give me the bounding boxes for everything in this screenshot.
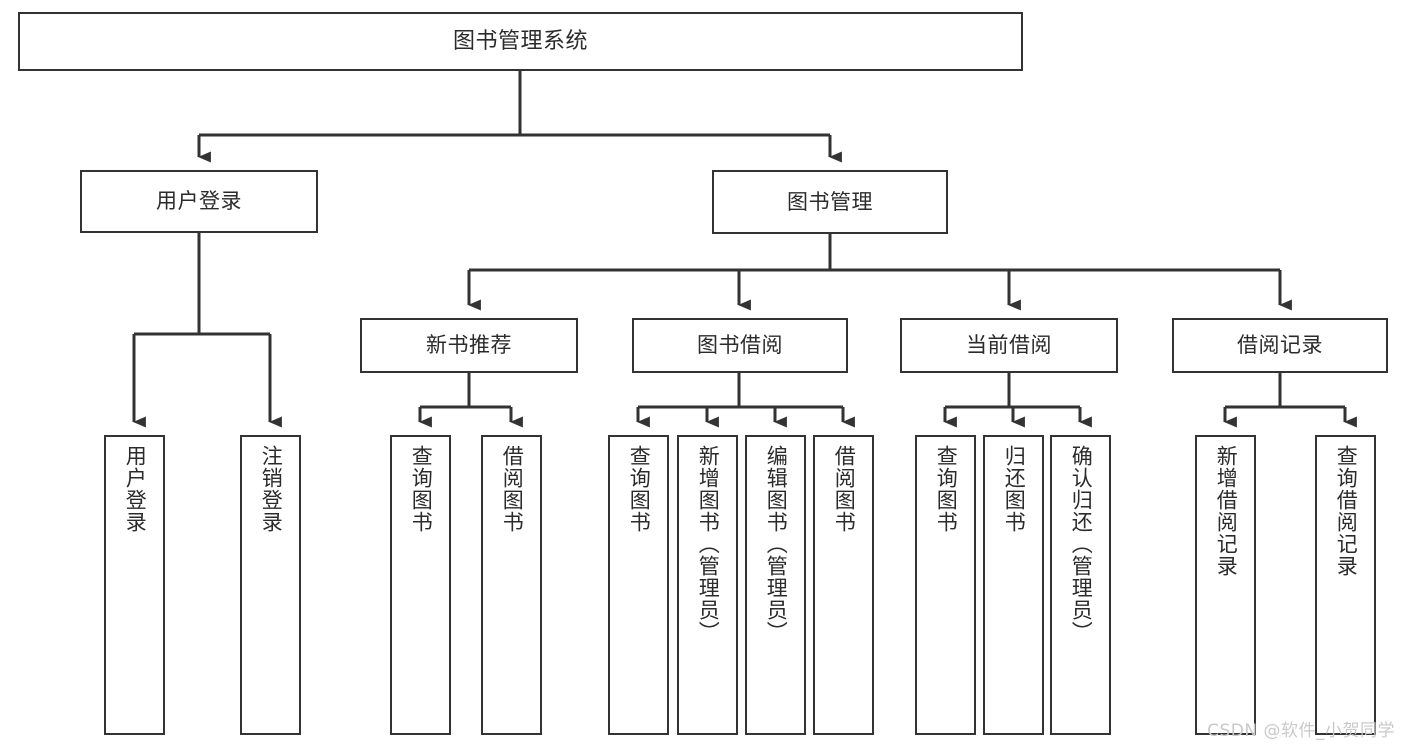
node-new-book-recommend[interactable]: 新书推荐 (360, 318, 578, 373)
node-label: 查询图书 (409, 445, 434, 533)
node-user-login[interactable]: 用户登录 (80, 170, 318, 233)
leaf-book-borrow-query[interactable]: 查询图书 (608, 435, 669, 735)
node-label: 借阅图书 (500, 445, 525, 533)
leaf-user-login-login[interactable]: 用户登录 (104, 435, 165, 735)
node-label: 用户登录 (156, 189, 242, 214)
node-label: 注销登录 (259, 445, 284, 533)
node-label: 借阅记录 (1237, 333, 1323, 358)
leaf-borrow-record-query[interactable]: 查询借阅记录 (1315, 435, 1376, 735)
leaf-current-borrow-query[interactable]: 查询图书 (915, 435, 976, 735)
node-label: 查询图书 (627, 445, 652, 533)
node-borrow-record[interactable]: 借阅记录 (1172, 318, 1388, 373)
leaf-book-borrow-edit[interactable]: 编辑图书（管理员） (745, 435, 806, 735)
leaf-borrow-record-add[interactable]: 新增借阅记录 (1195, 435, 1256, 735)
node-book-borrow[interactable]: 图书借阅 (632, 318, 848, 373)
node-current-borrow[interactable]: 当前借阅 (900, 318, 1118, 373)
node-label: 借阅图书 (832, 445, 857, 533)
node-label: 查询借阅记录 (1334, 445, 1359, 577)
node-label: 当前借阅 (966, 333, 1052, 358)
leaf-book-borrow-borrow[interactable]: 借阅图书 (813, 435, 874, 735)
leaf-user-login-logout[interactable]: 注销登录 (240, 435, 301, 735)
node-label: 查询图书 (934, 445, 959, 533)
node-label: 图书管理系统 (452, 28, 588, 54)
watermark-text: CSDN @软件_小贺同学 (1207, 721, 1395, 741)
leaf-current-borrow-return[interactable]: 归还图书 (983, 435, 1044, 735)
node-label: 新增图书（管理员） (696, 445, 721, 643)
leaf-new-book-borrow[interactable]: 借阅图书 (481, 435, 542, 735)
leaf-book-borrow-add[interactable]: 新增图书（管理员） (677, 435, 738, 735)
node-label: 图书管理 (787, 189, 873, 214)
node-label: 确认归还（管理员） (1069, 445, 1094, 643)
node-label: 新书推荐 (426, 333, 512, 358)
node-label: 用户登录 (123, 445, 148, 533)
node-label: 归还图书 (1002, 445, 1027, 533)
node-book-management[interactable]: 图书管理 (712, 170, 948, 234)
node-label: 图书借阅 (697, 333, 783, 358)
node-root-system[interactable]: 图书管理系统 (18, 12, 1023, 71)
leaf-current-borrow-confirm-return[interactable]: 确认归还（管理员） (1050, 435, 1111, 735)
node-label: 新增借阅记录 (1214, 445, 1239, 577)
node-label: 编辑图书（管理员） (764, 445, 789, 643)
leaf-new-book-query[interactable]: 查询图书 (390, 435, 451, 735)
